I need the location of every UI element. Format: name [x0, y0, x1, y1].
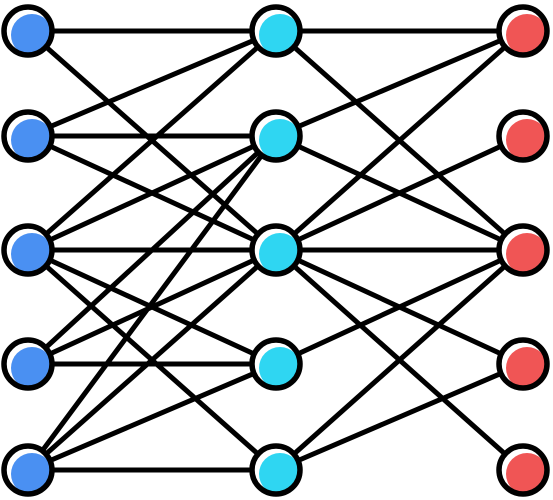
edge-hidden-layer-4-to-output-layer-3 — [273, 361, 526, 473]
input-layer-node-outline — [1, 223, 55, 277]
output-layer-node-fill — [506, 14, 548, 56]
output-layer-node-fill — [506, 347, 548, 389]
hidden-layer-node-outline — [249, 4, 303, 58]
edge-input-layer-4-to-hidden-layer-1 — [25, 133, 279, 473]
edge-input-layer-4-to-hidden-layer-2 — [25, 247, 279, 473]
output-layer-node-4 — [496, 337, 550, 391]
output-layer-node-fill — [506, 119, 548, 161]
output-layer-node-outline — [496, 109, 550, 163]
hidden-layer-node-outline — [249, 337, 303, 391]
output-layer-node-outline — [496, 4, 550, 58]
hidden-layer-node-fill — [259, 233, 301, 275]
edge-hidden-layer-2-to-output-layer-0 — [273, 28, 526, 253]
output-layer-node-2 — [496, 109, 550, 163]
hidden-layer-node-1 — [249, 4, 303, 58]
input-layer-node-outline — [1, 443, 55, 497]
output-layer-node-5 — [496, 443, 550, 497]
edge-input-layer-4-to-hidden-layer-3 — [25, 361, 279, 473]
edge-hidden-layer-1-to-output-layer-0 — [273, 28, 526, 139]
edge-input-layer-2-to-hidden-layer-0 — [25, 28, 279, 253]
hidden-layer-node-3 — [249, 223, 303, 277]
input-layer-node-outline — [1, 4, 55, 58]
input-layer-node-fill — [11, 453, 53, 495]
input-layer-node-4 — [1, 337, 55, 391]
input-layer-node-1 — [1, 4, 55, 58]
output-layer-node-fill — [506, 233, 548, 275]
hidden-layer-node-fill — [259, 453, 301, 495]
hidden-layer-node-outline — [249, 443, 303, 497]
hidden-layer-node-4 — [249, 337, 303, 391]
input-layer-node-2 — [1, 109, 55, 163]
hidden-layer-node-outline — [249, 223, 303, 277]
input-layer-node-5 — [1, 443, 55, 497]
input-layer-node-fill — [11, 233, 53, 275]
edge-input-layer-3-to-hidden-layer-1 — [25, 133, 279, 367]
hidden-layer-node-fill — [259, 14, 301, 56]
edge-hidden-layer-4-to-output-layer-2 — [273, 247, 526, 473]
output-layer-node-outline — [496, 223, 550, 277]
input-layer-node-fill — [11, 347, 53, 389]
input-layer-node-outline — [1, 109, 55, 163]
hidden-layer-node-2 — [249, 109, 303, 163]
output-layer-node-1 — [496, 4, 550, 58]
input-layer-node-fill — [11, 14, 53, 56]
output-layer-node-3 — [496, 223, 550, 277]
hidden-layer-node-outline — [249, 109, 303, 163]
edges-group — [25, 28, 526, 473]
hidden-layer-node-fill — [259, 347, 301, 389]
input-layer-node-outline — [1, 337, 55, 391]
edge-hidden-layer-2-to-output-layer-1 — [273, 133, 526, 253]
output-layer-node-fill — [506, 453, 548, 495]
hidden-layer-node-5 — [249, 443, 303, 497]
nodes-group — [1, 4, 550, 497]
output-layer-node-outline — [496, 443, 550, 497]
edge-input-layer-1-to-hidden-layer-0 — [25, 28, 279, 139]
input-layer-node-fill — [11, 119, 53, 161]
input-layer-node-3 — [1, 223, 55, 277]
hidden-layer-node-fill — [259, 119, 301, 161]
edge-hidden-layer-3-to-output-layer-2 — [273, 247, 526, 367]
edge-input-layer-2-to-hidden-layer-1 — [25, 133, 279, 253]
output-layer-node-outline — [496, 337, 550, 391]
